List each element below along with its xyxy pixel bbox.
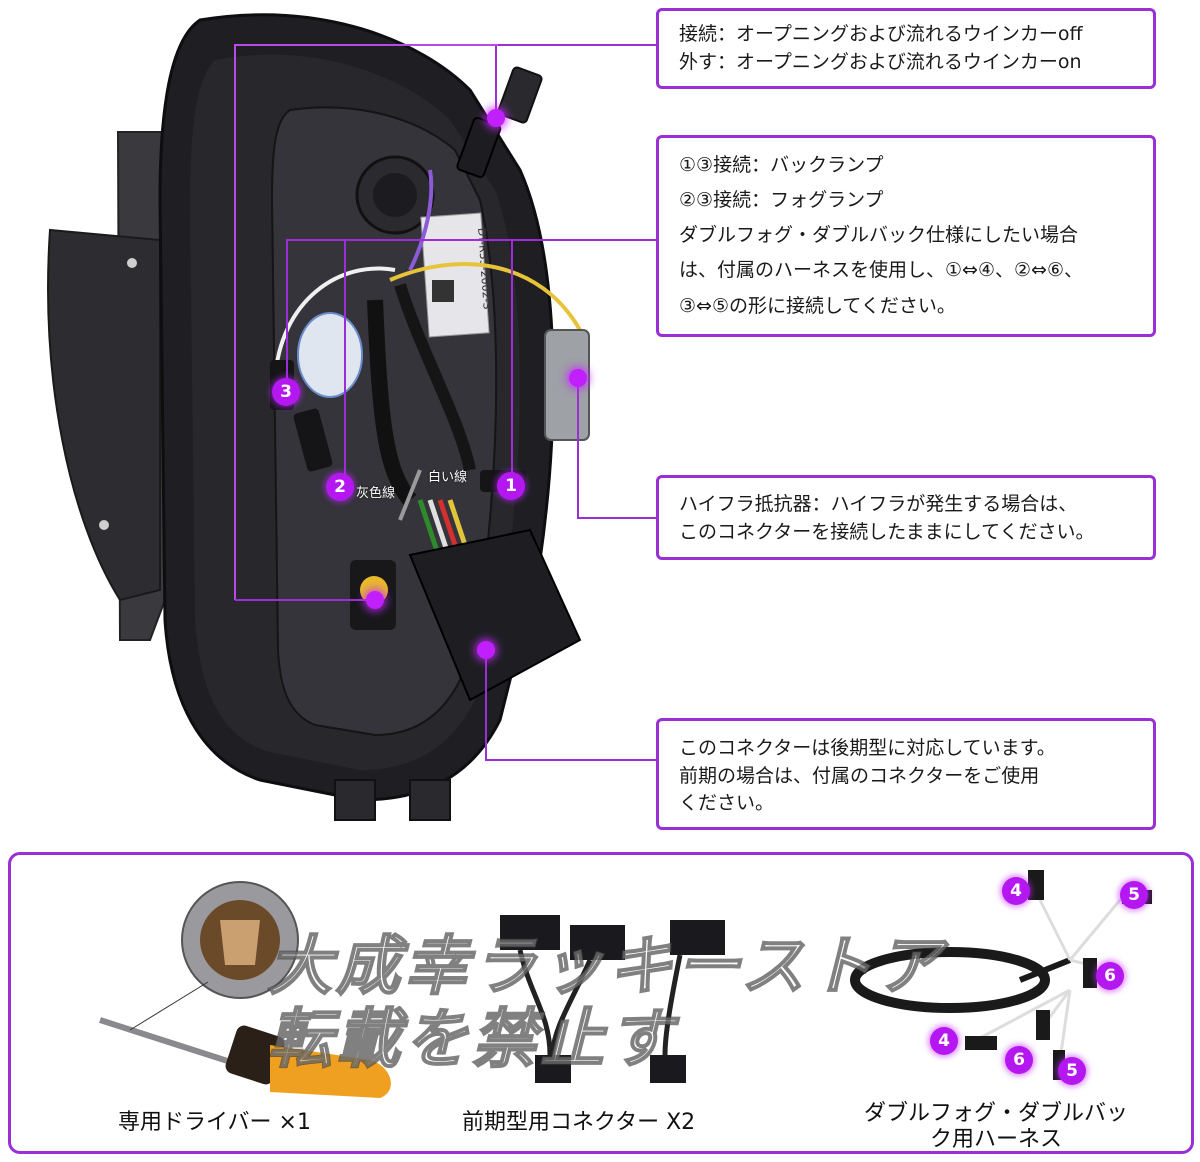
wire-badge-1: 1	[497, 472, 525, 500]
harness-badge-5-top: 5	[1120, 881, 1148, 909]
callout-line: は、付属のハーネスを使用し、①⇔④、②⇔⑥、	[679, 259, 1083, 282]
marker-hyperflash-connector	[569, 369, 587, 387]
watermark-line2: 転載を禁止す	[267, 1002, 676, 1078]
callout-line: ③⇔⑤の形に接続してください。	[679, 294, 956, 317]
marker-yellow-connector	[366, 591, 384, 609]
screwdriver-illustration	[99, 881, 391, 1098]
tail-lamp-illustration: DY-R55-2002-S	[47, 13, 658, 821]
white-wire-label: 白い線	[428, 470, 468, 485]
harness-badge-4-top: 4	[1002, 877, 1030, 905]
callout-hyper-flash: ハイフラ抵抗器：ハイフラが発生する場合は、 このコネクターを接続したままにしてく…	[656, 475, 1156, 560]
callout-line: ください。	[679, 792, 775, 815]
label-driver: 専用ドライバー ×1	[118, 1110, 311, 1135]
label-harness-line1: ダブルフォグ・ダブルバッ	[863, 1101, 1128, 1126]
callout-back-fog: ①③接続：バックランプ ②③接続：フォグランプ ダブルフォグ・ダブルバック仕様に…	[656, 135, 1156, 337]
wire-badge-2: 2	[326, 473, 354, 501]
watermark-line1: 大成幸ラッキーストア	[267, 929, 945, 1005]
early-connector-illustration	[500, 915, 725, 1083]
label-early-connector: 前期型用コネクター X2	[462, 1110, 696, 1135]
callout-line: ハイフラ抵抗器：ハイフラが発生する場合は、	[679, 493, 1078, 515]
callout-sequential-connector: 接続：オープニングおよび流れるウインカーoff 外す：オープニングおよび流れるウ…	[656, 8, 1156, 89]
callout-line: 外す：オープニングおよび流れるウインカーon	[679, 50, 1082, 73]
callout-line: このコネクターは後期型に対応しています。	[679, 737, 1056, 759]
callout-line: ②③接続：フォグランプ	[679, 189, 884, 212]
callout-line: 接続：オープニングおよび流れるウインカーoff	[679, 23, 1083, 45]
callout-line: このコネクターを接続したままにしてください。	[679, 520, 1095, 543]
callout-line: ①③接続：バックランプ	[679, 154, 884, 176]
accessories-panel	[8, 852, 1194, 1154]
marker-top-connector	[487, 109, 505, 127]
harness-badge-6-bottom: 6	[1005, 1046, 1033, 1074]
wire-badge-3: 3	[272, 378, 300, 406]
callout-line: 前期の場合は、付属のコネクターをご使用	[679, 764, 1040, 787]
callout-line: ダブルフォグ・ダブルバック仕様にしたい場合	[679, 224, 1079, 247]
label-harness-line2: ク用ハーネス	[929, 1127, 1062, 1152]
callout-late-model: このコネクターは後期型に対応しています。 前期の場合は、付属のコネクターをご使用…	[656, 718, 1156, 830]
gray-wire-label: 灰色線	[356, 486, 396, 501]
harness-badge-6-right: 6	[1096, 962, 1124, 990]
harness-badge-5-bottom: 5	[1058, 1057, 1086, 1085]
sticker-model: DY-R55-2002-S	[475, 227, 494, 310]
marker-main-connector	[477, 641, 495, 659]
harness-badge-4-bottom: 4	[930, 1027, 958, 1055]
